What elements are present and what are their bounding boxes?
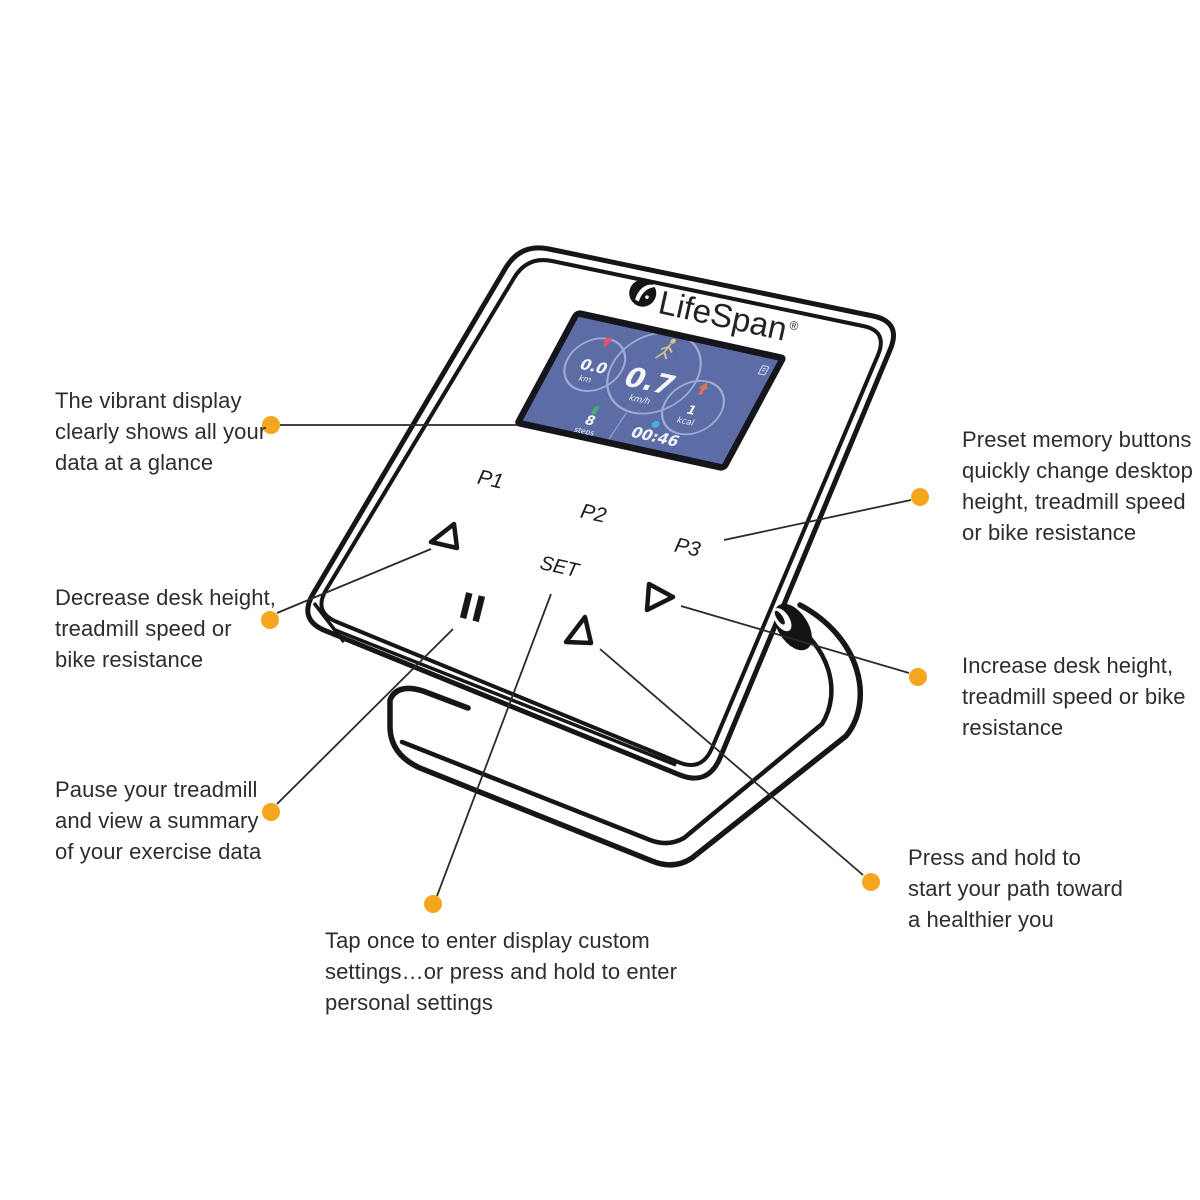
- hinge-knob[interactable]: [766, 597, 819, 657]
- callout-line: and view a summary: [55, 808, 259, 833]
- up-arrow-icon: [698, 382, 708, 395]
- walking-person-icon: [655, 338, 676, 360]
- dot-decrease: [261, 611, 279, 629]
- dot-set: [424, 895, 442, 913]
- callout-line: resistance: [962, 715, 1064, 740]
- callout-line: Decrease desk height,: [55, 585, 277, 610]
- speed-unit: km/h: [627, 393, 652, 407]
- dot-pause: [262, 803, 280, 821]
- screen-divider: [607, 412, 627, 441]
- callout-line: a healthier you: [908, 907, 1054, 932]
- lifespan-leaf-swoosh: [635, 284, 657, 302]
- callout-line: quickly change desktop: [962, 458, 1193, 483]
- callout-line: treadmill speed or: [55, 616, 232, 641]
- leader-start: [599, 648, 864, 876]
- callout-line: data at a glance: [55, 450, 214, 475]
- callout-lines: [276, 424, 912, 897]
- callout-line: Preset memory buttons: [962, 427, 1192, 452]
- calories-unit: kcal: [675, 416, 696, 429]
- registered-mark: ®: [788, 318, 800, 334]
- p3-button[interactable]: P3: [672, 534, 702, 562]
- callout-line: Pause your treadmill: [55, 777, 258, 802]
- callout-line: treadmill speed or bike: [962, 684, 1186, 709]
- console-face: [319, 258, 883, 767]
- display-screen: 0.0 km 0.7 km/h 1 kcal 8 steps 00:46: [515, 310, 786, 471]
- callout-display: The vibrant display clearly shows all yo…: [55, 385, 266, 478]
- callout-line: start your path toward: [908, 876, 1123, 901]
- callout-line: Tap once to enter display custom: [325, 928, 650, 953]
- leader-increase: [680, 605, 910, 674]
- screen-bezel: [515, 310, 786, 471]
- pause-icon[interactable]: [459, 592, 486, 623]
- location-pin-icon: [603, 337, 612, 348]
- console-buttons: P1 P2 P3 SET: [428, 466, 703, 646]
- callout-line: Press and hold to: [908, 845, 1081, 870]
- callout-line: height, treadmill speed: [962, 489, 1186, 514]
- callout-line: bike resistance: [55, 647, 204, 672]
- dot-start: [862, 873, 880, 891]
- p1-button[interactable]: P1: [475, 466, 505, 494]
- callout-line: Increase desk height,: [962, 653, 1174, 678]
- callout-pause: Pause your treadmill and view a summary …: [55, 774, 261, 867]
- callout-preset: Preset memory buttons quickly change des…: [962, 424, 1193, 548]
- screen-corner-icon: [757, 365, 770, 376]
- stand-silhouette: [387, 602, 863, 868]
- callout-decrease: Decrease desk height, treadmill speed or…: [55, 582, 276, 675]
- callout-line: personal settings: [325, 990, 494, 1015]
- clock-icon: [651, 421, 660, 428]
- callout-line: clearly shows all your: [55, 419, 267, 444]
- start-triangle-icon[interactable]: [563, 614, 594, 646]
- dot-increase: [909, 668, 927, 686]
- callout-set: Tap once to enter display custom setting…: [325, 925, 677, 1018]
- leader-decrease: [276, 548, 432, 614]
- p2-button[interactable]: P2: [578, 500, 608, 528]
- leader-preset: [723, 499, 912, 541]
- distance-unit: km: [577, 373, 594, 385]
- dot-display: [262, 416, 280, 434]
- callout-line: or bike resistance: [962, 520, 1137, 545]
- callout-line: of your exercise data: [55, 839, 262, 864]
- leader-set: [436, 593, 552, 897]
- callout-dots: [261, 416, 929, 913]
- leader-pause: [276, 628, 454, 805]
- callout-line: The vibrant display: [55, 388, 242, 413]
- dot-preset: [911, 488, 929, 506]
- right-triangle-icon[interactable]: [644, 581, 676, 613]
- distance-value: 0.0: [576, 356, 611, 378]
- callout-start: Press and hold to start your path toward…: [908, 842, 1123, 935]
- console-corner-bevel: [312, 601, 346, 644]
- calories-circle: [661, 379, 725, 436]
- steps-icon: [591, 405, 600, 415]
- console-bottom-edge: [334, 628, 677, 767]
- callout-increase: Increase desk height, treadmill speed or…: [962, 650, 1186, 743]
- left-triangle-icon[interactable]: [428, 521, 460, 551]
- screen-background: [517, 313, 783, 469]
- callout-line: settings…or press and hold to enter: [325, 959, 678, 984]
- lifespan-leaf-dot: [645, 295, 649, 299]
